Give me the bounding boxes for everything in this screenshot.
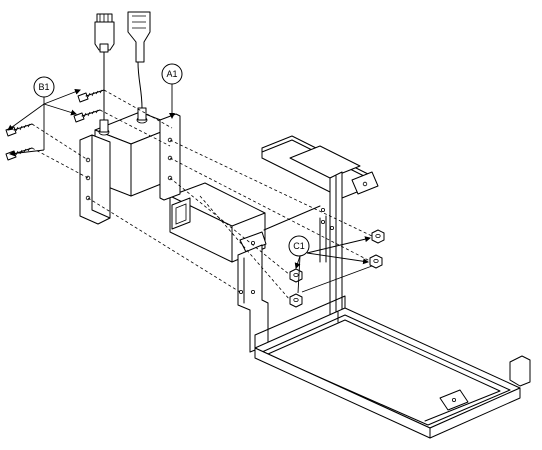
assembly-lines (31, 89, 373, 301)
nut-4 (289, 293, 303, 308)
callout-c1: C1 (288, 235, 373, 294)
nut-1 (371, 229, 385, 244)
callout-b1-circle (33, 76, 55, 98)
callout-a1: A1 (161, 63, 183, 119)
callout-b1: B1 (7, 76, 81, 157)
mounting-frame (169, 135, 531, 439)
screw-2 (73, 109, 101, 123)
screw-1 (77, 89, 105, 103)
callout-c1-circle (288, 235, 310, 257)
screw-3 (5, 123, 33, 137)
callout-b1-label: B1 (38, 82, 49, 92)
callout-a1-circle (161, 63, 183, 85)
callout-c1-label: C1 (293, 241, 305, 251)
nut-3 (289, 268, 303, 283)
nut-2 (369, 254, 383, 269)
electronic-module (79, 11, 181, 225)
screw-4 (5, 147, 33, 161)
callout-a1-label: A1 (166, 69, 177, 79)
